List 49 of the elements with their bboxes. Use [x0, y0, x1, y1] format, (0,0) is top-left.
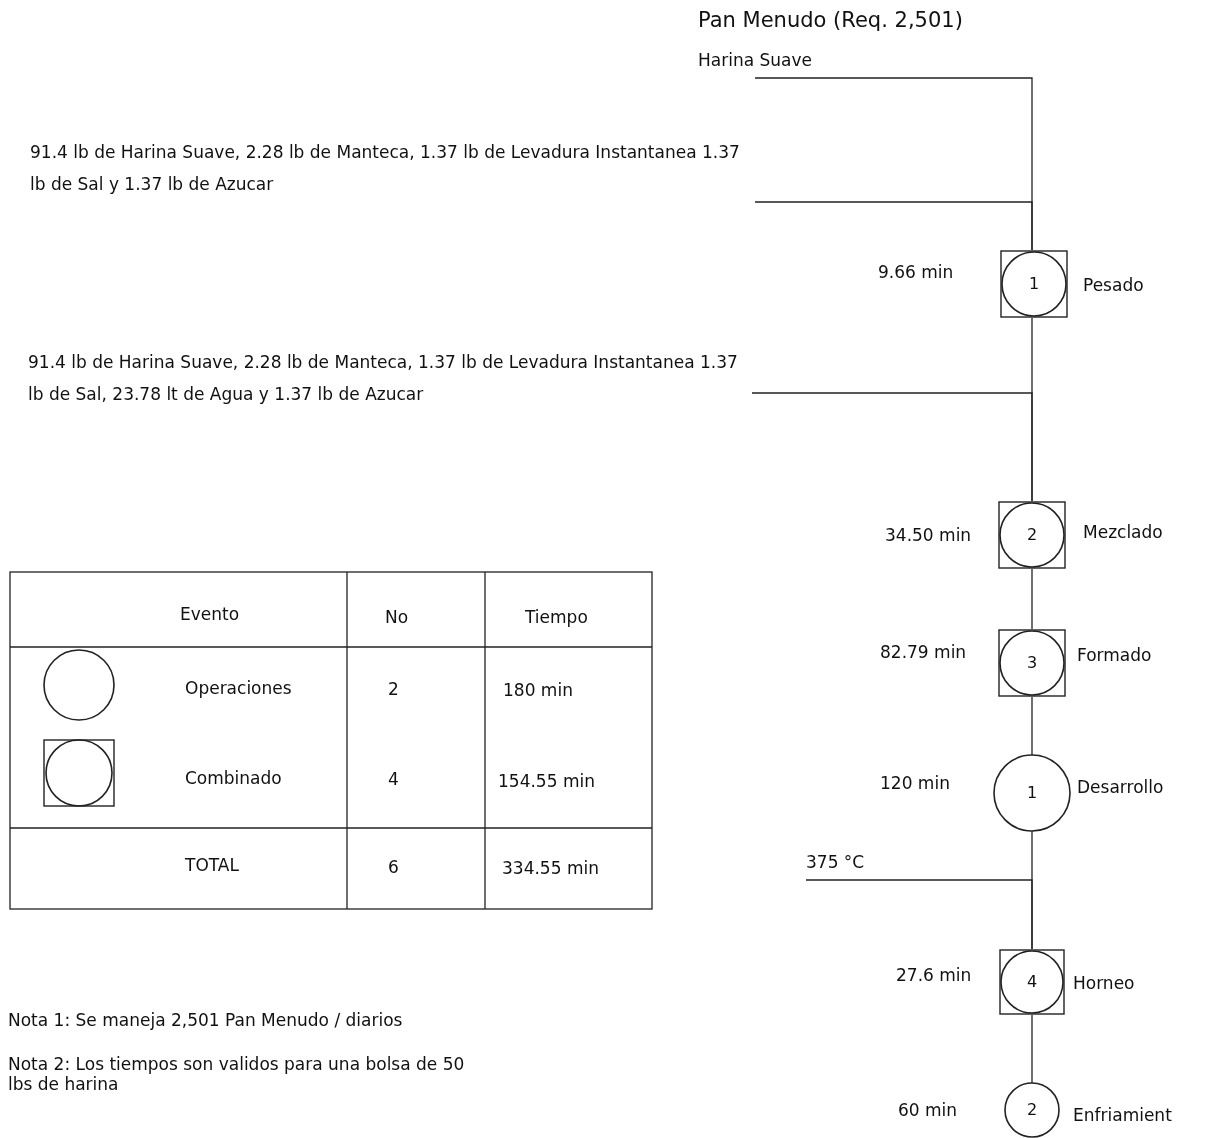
step-name: Desarrollo: [1077, 776, 1164, 799]
duration-label: 60 min: [898, 1099, 958, 1122]
step-number: 2: [1025, 524, 1039, 546]
step-name: Horneo: [1073, 972, 1135, 995]
input-label: 375 °C: [806, 846, 896, 878]
table-cell-text: 334.55 min: [502, 857, 599, 880]
combined-operation-symbol: [998, 629, 1066, 697]
operation-circle: [1004, 1082, 1060, 1138]
combined-operation-symbol: [998, 501, 1066, 569]
table-cell-text: 6: [388, 856, 399, 879]
step-name: Mezclado: [1083, 521, 1163, 544]
step-number: 1: [1027, 273, 1041, 295]
step-number: 1: [1025, 782, 1039, 804]
step-number: 3: [1025, 652, 1039, 674]
duration-label: 82.79 min: [880, 641, 967, 664]
table-cell-text: 154.55 min: [498, 770, 595, 793]
operation-circle: [993, 754, 1071, 832]
combined-operation-symbol: [999, 949, 1065, 1015]
note-text: Nota 2: Los tiempos son validos para una bolsa de 50 lbs de harina: [8, 1054, 466, 1094]
chart-title: Pan Menudo (Req. 2,501): [698, 7, 963, 34]
input-label: 91.4 lb de Harina Suave, 2.28 lb de Manteca, 1.37 lb de Levadura Instantanea 1.37 lb de Sal, 23.78 lt de Agua y 1.37 lb de Azucar: [28, 346, 748, 410]
table-cell-text: 2: [388, 678, 399, 701]
note-text: Nota 1: Se maneja 2,501 Pan Menudo / diarios: [8, 1009, 403, 1032]
step-name: Pesado: [1083, 274, 1144, 297]
flow-line: [1031, 696, 1033, 756]
flow-line: [1031, 1014, 1033, 1084]
duration-label: 34.50 min: [885, 524, 972, 547]
table-header: Tiempo: [525, 606, 588, 629]
flow-line: [1031, 568, 1033, 630]
duration-label: 27.6 min: [896, 964, 972, 987]
table-cell-text: TOTAL: [185, 854, 239, 877]
table-header: Evento: [180, 603, 240, 626]
table-header: No: [385, 606, 409, 629]
table-cell-text: 4: [388, 768, 399, 791]
table-cell-text: Operaciones: [185, 677, 292, 700]
table-cell-text: 180 min: [503, 679, 573, 702]
flow-line: [754, 201, 1033, 251]
step-name: Formado: [1077, 644, 1152, 667]
step-number: 2: [1025, 1099, 1039, 1121]
flow-line: [805, 879, 1033, 950]
step-name: Enfriamient: [1073, 1104, 1172, 1127]
table-cell-text: Combinado: [185, 767, 282, 790]
duration-label: 120 min: [880, 772, 950, 795]
input-label: 91.4 lb de Harina Suave, 2.28 lb de Manteca, 1.37 lb de Levadura Instantanea 1.37 lb de Sal y 1.37 lb de Azucar: [30, 136, 750, 200]
step-number: 4: [1025, 971, 1039, 993]
input-label: Harina Suave: [698, 44, 868, 76]
flow-line: [751, 392, 1033, 502]
combined-operation-symbol: [1000, 250, 1068, 318]
duration-label: 9.66 min: [878, 261, 954, 284]
